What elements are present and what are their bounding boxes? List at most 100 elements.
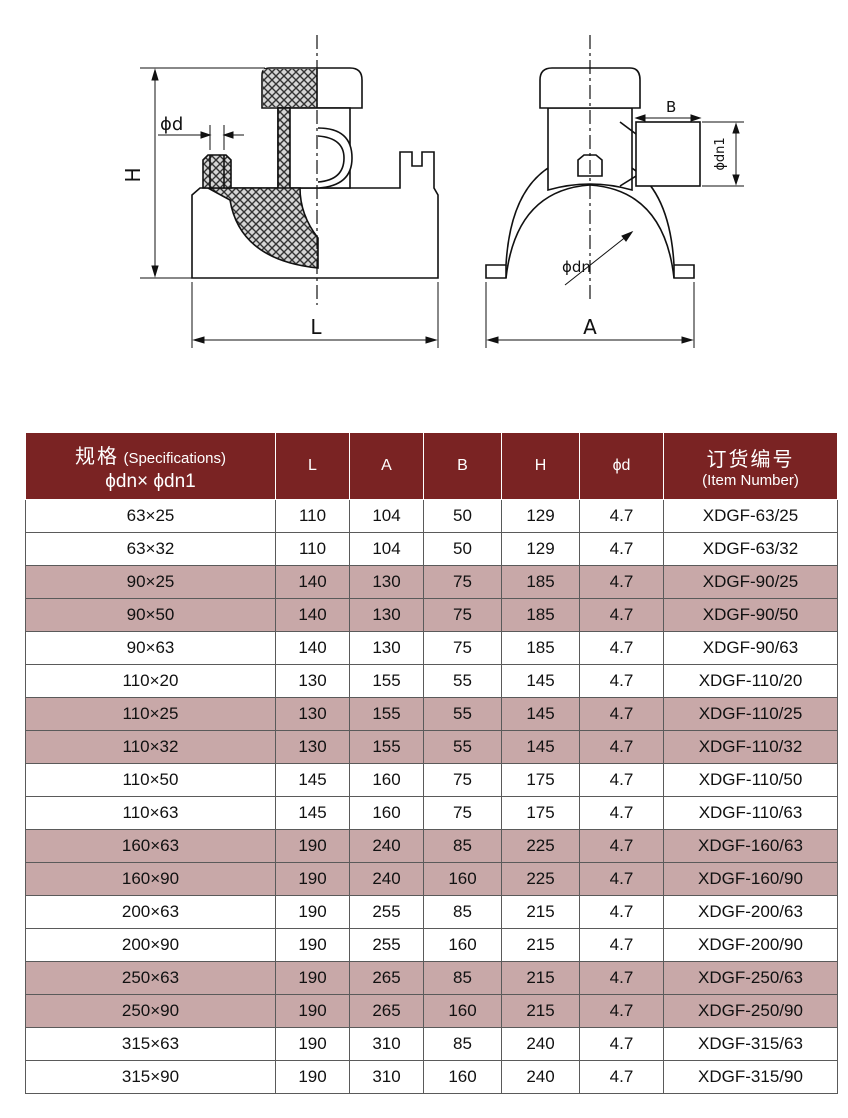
- dim-A-label: A: [583, 315, 597, 339]
- cell-B: 85: [423, 961, 502, 995]
- cell-H: 175: [501, 796, 580, 830]
- cell-B: 160: [423, 862, 502, 896]
- cell-H: 185: [501, 565, 580, 599]
- cell-item: XDGF-160/90: [663, 862, 838, 896]
- cell-H: 215: [501, 895, 580, 929]
- header-spec-cn: 规格: [75, 445, 119, 468]
- cell-d: 4.7: [579, 730, 664, 764]
- cell-H: 225: [501, 829, 580, 863]
- header-item-cn: 订货编号: [706, 448, 795, 471]
- cell-L: 190: [275, 895, 350, 929]
- cell-spec: 200×63: [25, 895, 276, 929]
- header-B: B: [423, 432, 502, 500]
- cell-d: 4.7: [579, 1027, 664, 1061]
- cell-L: 130: [275, 730, 350, 764]
- cell-H: 129: [501, 532, 580, 566]
- cell-B: 75: [423, 598, 502, 632]
- cell-spec: 110×25: [25, 697, 276, 731]
- cell-d: 4.7: [579, 928, 664, 962]
- cell-d: 4.7: [579, 532, 664, 566]
- cell-B: 75: [423, 565, 502, 599]
- cell-A: 130: [349, 631, 424, 665]
- cell-A: 265: [349, 961, 424, 995]
- cell-item: XDGF-250/63: [663, 961, 838, 995]
- cell-item: XDGF-315/63: [663, 1027, 838, 1061]
- cell-L: 190: [275, 829, 350, 863]
- cell-H: 145: [501, 730, 580, 764]
- cell-L: 140: [275, 565, 350, 599]
- cell-item: XDGF-200/63: [663, 895, 838, 929]
- dim-H-label: H: [121, 167, 145, 182]
- side-view: [191, 67, 439, 279]
- cell-item: XDGF-90/25: [663, 565, 838, 599]
- cell-d: 4.7: [579, 961, 664, 995]
- dim-d-label: ϕd: [160, 114, 183, 135]
- cell-item: XDGF-160/63: [663, 829, 838, 863]
- cell-spec: 110×50: [25, 763, 276, 797]
- cell-H: 129: [501, 499, 580, 533]
- cell-B: 75: [423, 763, 502, 797]
- technical-drawing: H L ϕd A B ϕdn ϕdn1: [121, 35, 744, 348]
- cell-d: 4.7: [579, 1060, 664, 1094]
- cell-spec: 110×32: [25, 730, 276, 764]
- cell-item: XDGF-110/50: [663, 763, 838, 797]
- cell-item: XDGF-110/20: [663, 664, 838, 698]
- cell-d: 4.7: [579, 796, 664, 830]
- cell-L: 130: [275, 664, 350, 698]
- cell-d: 4.7: [579, 631, 664, 665]
- cell-d: 4.7: [579, 895, 664, 929]
- cell-B: 50: [423, 532, 502, 566]
- cell-item: XDGF-200/90: [663, 928, 838, 962]
- cell-H: 145: [501, 664, 580, 698]
- cell-item: XDGF-110/25: [663, 697, 838, 731]
- cell-item: XDGF-315/90: [663, 1060, 838, 1094]
- cell-A: 155: [349, 664, 424, 698]
- cell-spec: 90×63: [25, 631, 276, 665]
- header-L: L: [275, 432, 350, 500]
- cell-B: 75: [423, 631, 502, 665]
- specification-table: 规格 (Specifications) ϕdn× ϕdn1 L A B H ϕd…: [25, 432, 838, 1094]
- cell-A: 104: [349, 532, 424, 566]
- cell-d: 4.7: [579, 499, 664, 533]
- cell-L: 110: [275, 532, 350, 566]
- cell-A: 104: [349, 499, 424, 533]
- cell-H: 175: [501, 763, 580, 797]
- cell-A: 130: [349, 598, 424, 632]
- cell-A: 310: [349, 1060, 424, 1094]
- cell-A: 240: [349, 829, 424, 863]
- cell-d: 4.7: [579, 994, 664, 1028]
- cell-L: 110: [275, 499, 350, 533]
- cell-d: 4.7: [579, 763, 664, 797]
- header-item: 订货编号 (Item Number): [663, 432, 838, 500]
- cell-d: 4.7: [579, 829, 664, 863]
- cell-B: 55: [423, 730, 502, 764]
- cell-H: 215: [501, 994, 580, 1028]
- cell-d: 4.7: [579, 697, 664, 731]
- cell-B: 85: [423, 895, 502, 929]
- table-header-row: 规格 (Specifications) ϕdn× ϕdn1 L A B H ϕd…: [25, 432, 838, 500]
- cell-item: XDGF-110/63: [663, 796, 838, 830]
- cell-A: 255: [349, 895, 424, 929]
- cell-L: 140: [275, 598, 350, 632]
- cell-H: 185: [501, 631, 580, 665]
- cell-A: 255: [349, 928, 424, 962]
- cell-spec: 63×32: [25, 532, 276, 566]
- cell-A: 130: [349, 565, 424, 599]
- cell-d: 4.7: [579, 862, 664, 896]
- cell-H: 215: [501, 928, 580, 962]
- cell-B: 160: [423, 1060, 502, 1094]
- cell-item: XDGF-63/25: [663, 499, 838, 533]
- dim-dn-label: ϕdn: [562, 258, 591, 276]
